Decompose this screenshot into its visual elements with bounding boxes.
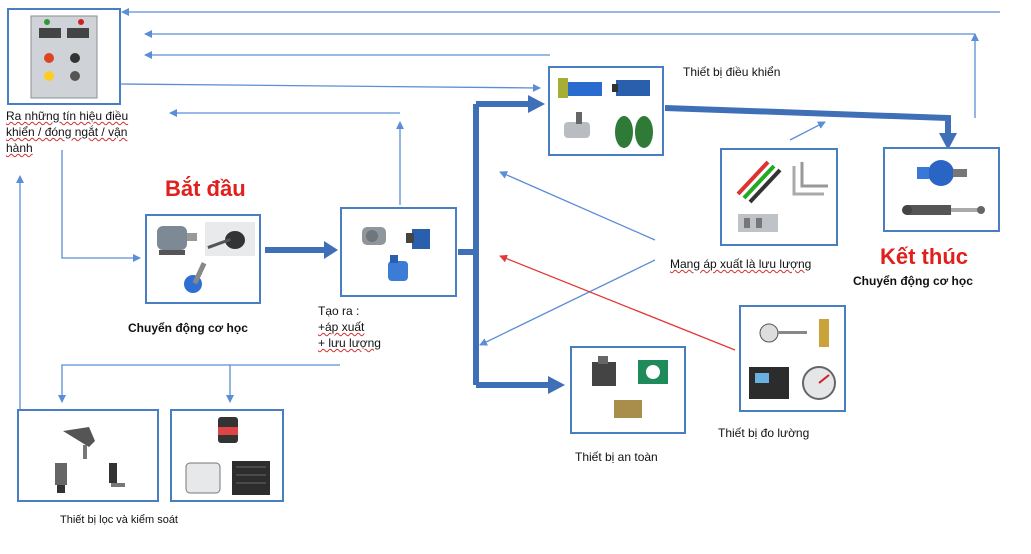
motor-box <box>145 214 261 304</box>
carry-label: Mang áp xuất là lưu lượng <box>670 257 812 271</box>
directional-valve-icon <box>558 78 650 98</box>
create-label: Tạo ra : +áp xuất + lưu lượng <box>318 304 381 350</box>
safety-label: Thiết bị an toàn <box>575 450 658 464</box>
measure-red-line <box>499 254 736 351</box>
motion-end-label: Chuyển động cơ học <box>853 274 973 288</box>
arrowhead-end <box>939 133 957 150</box>
hose-fittings-icon <box>736 160 828 232</box>
test-kit-icon <box>749 367 789 399</box>
control-device-box <box>548 66 664 156</box>
motion-start-label: Chuyển động cơ học <box>128 321 248 335</box>
to-control-line <box>119 83 541 92</box>
arrowhead-pump <box>324 241 338 259</box>
hoses-to-control <box>499 171 656 241</box>
hydraulic-motor-icon <box>917 160 967 186</box>
control-to-end <box>664 105 951 135</box>
hoses-box <box>720 148 838 246</box>
sensor-icon <box>205 222 255 256</box>
filter-icon <box>55 427 125 493</box>
filter-box-left <box>17 409 159 502</box>
pipe-clamp-icon <box>638 360 668 384</box>
pressure-gauge-icon <box>759 319 836 400</box>
control-panel-icon <box>30 15 98 99</box>
measure-box <box>739 305 846 412</box>
arrowhead-control <box>528 95 545 113</box>
manifold-block-icon <box>614 400 642 418</box>
control-panel-box <box>7 8 121 105</box>
oil-cooler-icon <box>185 417 270 495</box>
arrowhead-safety <box>548 376 565 394</box>
down-to-motor <box>61 150 141 262</box>
signals-label: Ra những tín hiệu điều khiển / đóng ngắt… <box>6 109 129 155</box>
hydraulic-pump-small-icon <box>184 262 207 293</box>
measure-label: Thiết bị đo lường <box>718 426 810 440</box>
start-title: Bắt đầu <box>165 176 246 201</box>
pump-box <box>340 207 457 297</box>
safety-box <box>570 346 686 434</box>
hydraulic-pump-icon <box>362 227 430 281</box>
accumulator-icon <box>564 112 653 148</box>
end-box <box>883 147 1000 232</box>
filter-box-right <box>170 409 284 502</box>
hoses-up-arrow <box>789 121 826 141</box>
filter-label: Thiết bị lọc và kiểm soát <box>60 514 178 526</box>
hydraulic-cylinder-icon <box>902 205 985 215</box>
hoses-to-safety <box>479 259 656 346</box>
relief-valve-icon <box>592 356 616 386</box>
end-title: Kết thúc <box>880 244 968 269</box>
electric-motor-icon <box>157 226 197 255</box>
control-device-label: Thiết bị điều khiển <box>683 65 781 79</box>
to-filter-line <box>58 364 340 403</box>
